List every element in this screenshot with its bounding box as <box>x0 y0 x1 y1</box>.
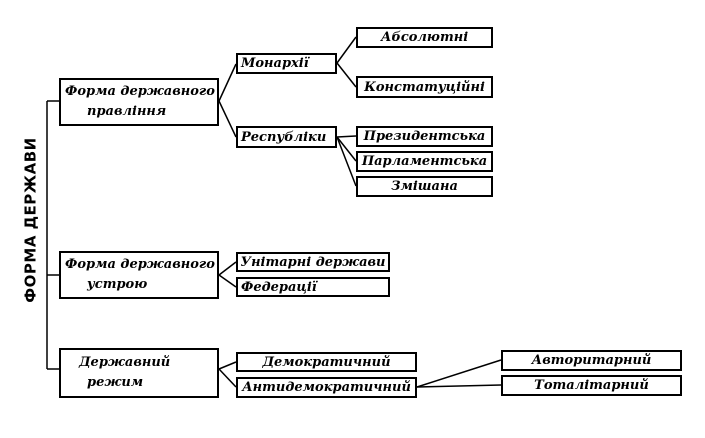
box-prezydentska: Президентська <box>356 126 493 147</box>
link-parlamentska <box>336 136 357 162</box>
forma-pravlinnia-line2: правління <box>87 104 167 119</box>
unitarni-label: Унітарні держави <box>240 254 386 270</box>
totalitarnyi-label: Тоталітарний <box>534 378 649 393</box>
link-totalitarnyi <box>416 384 502 388</box>
forma-ustroiu-line1: Форма державного <box>65 257 215 272</box>
link-demokratychnyi <box>218 361 237 370</box>
prezydentska-label: Президентська <box>363 129 486 144</box>
zmishana-label: Змішана <box>391 179 458 194</box>
monarkhii-label: Монархії <box>241 56 309 71</box>
link-prezydentska <box>336 135 357 138</box>
absoliutni-label: Абсолютні <box>380 30 469 45</box>
forma-ustroiu-line2: устрою <box>87 277 148 292</box>
respubliky-label: Республіки <box>241 129 327 145</box>
konstytutsiini-label: Констатуційні <box>364 79 485 95</box>
box-monarkhii: Монархії <box>236 53 337 74</box>
forma-pravlinnia-line1: Форма державного <box>65 84 215 99</box>
link-konstytutsiini <box>336 62 357 88</box>
link-respubliky <box>218 100 237 138</box>
box-respubliky: Республіки <box>236 126 337 148</box>
box-avtorytarnyi: Авторитарний <box>501 350 682 371</box>
link-avtorytarnyi <box>416 359 502 388</box>
box-parlamentska: Парламентська <box>356 151 493 172</box>
box-rezhym: Державний режим <box>59 348 219 398</box>
box-federatsii: Федерації <box>236 277 390 297</box>
rezhym-line1: Державний <box>79 355 171 370</box>
vertical-title: ФОРМА ДЕРЖАВИ <box>12 130 50 310</box>
box-unitarni: Унітарні держави <box>236 252 390 272</box>
box-konstytutsiini: Констатуційні <box>356 76 493 98</box>
box-totalitarnyi: Тоталітарний <box>501 375 682 396</box>
avtorytarnyi-label: Авторитарний <box>531 353 652 368</box>
box-forma-pravlinnia: Форма державного правління <box>59 78 219 126</box>
link-unitarni <box>218 261 237 276</box>
federatsii-label: Федерації <box>241 279 317 295</box>
box-zmishana: Змішана <box>356 176 493 197</box>
link-absoliutni <box>336 36 357 64</box>
demokratychnyi-label: Демократичний <box>262 354 391 370</box>
box-forma-ustroiu: Форма державного устрою <box>59 251 219 299</box>
link-federatsii <box>218 274 237 288</box>
box-absoliutni: Абсолютні <box>356 27 493 48</box>
title-text: ФОРМА ДЕРЖАВИ <box>22 137 40 303</box>
antydemokratychnyi-label: Антидемократичний <box>242 380 411 395</box>
link-antydemokratychnyi <box>218 368 237 388</box>
rezhym-line2: режим <box>87 375 144 390</box>
link-zmishana <box>336 136 357 187</box>
link-monarkhii <box>218 63 237 102</box>
box-demokratychnyi: Демократичний <box>236 352 417 372</box>
box-antydemokratychnyi: Антидемократичний <box>236 377 417 398</box>
parlamentska-label: Парламентська <box>361 154 488 169</box>
